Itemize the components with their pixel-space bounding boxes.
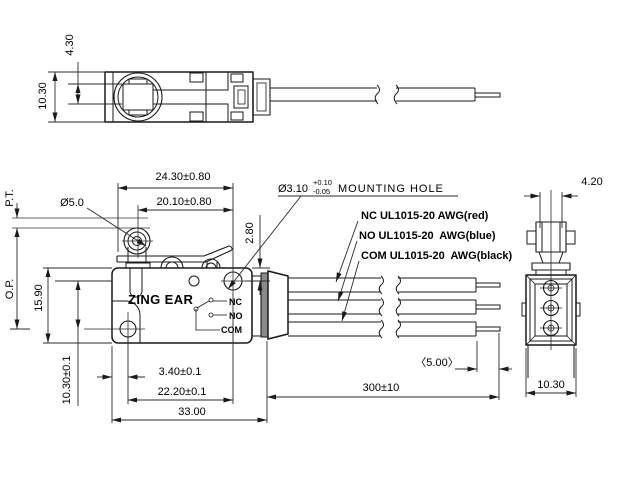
- wire-nc: [288, 275, 501, 295]
- roller-diameter-callout: Ø5.0: [60, 197, 147, 247]
- wire-labels: NC UL1015-20 AWG(red) NO UL1015-20 AWG(b…: [335, 210, 513, 322]
- dim-body-height: 15.90: [33, 284, 45, 312]
- wire-no: [288, 297, 501, 317]
- terminal-nc-label: NC: [229, 297, 242, 307]
- front-top-dimensions: 24.30±0.80 20.10±0.80 2.80: [117, 171, 270, 295]
- dim-edge-to-hole: 3.40±0.1: [159, 366, 202, 378]
- cable-boot: [267, 270, 289, 340]
- top-view-cable-cap: [252, 78, 271, 116]
- dim-roller-to-hole: 20.10±0.80: [157, 196, 212, 208]
- dim-hole-vertical-pitch: 10.30±0.1: [61, 356, 73, 405]
- circuit-symbol: NC NO COM: [193, 297, 243, 335]
- terminal-no-label: NO: [229, 311, 243, 321]
- top-view-roller: [113, 72, 163, 122]
- side-view: 4.20 10.30: [521, 176, 603, 397]
- side-dimensions: 4.20 10.30: [524, 176, 603, 397]
- roller-lever: [116, 205, 233, 269]
- front-left-dimensions: P.T. O.P. 15.90 10.30±0.1: [4, 189, 112, 406]
- label-operating-position: O.P.: [4, 279, 16, 300]
- wire-no-label: NO UL1015-20 AWG(blue): [359, 230, 496, 242]
- wire-nc-label: NC UL1015-20 AWG(red): [361, 210, 489, 222]
- top-view-dimensions: 10.30 4.30: [37, 34, 122, 123]
- top-view-stripped-conductor: [474, 92, 501, 98]
- top-view-plunger: [122, 83, 154, 111]
- terminal-com-label: COM: [221, 325, 242, 335]
- dim-hole-horizontal-pitch: 22.20±0.1: [158, 386, 207, 398]
- top-view-wire: [270, 84, 501, 105]
- dim-lead-length: 300±10: [363, 382, 400, 394]
- dim-plunger-width: 4.30: [64, 34, 76, 55]
- dim-top-height: 10.30: [37, 82, 49, 110]
- dim-lever-length: 24.30±0.80: [156, 171, 211, 183]
- dim-overall-length: 33.00: [178, 406, 206, 418]
- mounting-hole-callout: Ø3.10 +0.10 -0.05 MOUNTING HOLE: [227, 178, 458, 290]
- mounting-hole-label: MOUNTING HOLE: [338, 183, 444, 195]
- brand-text: ZING EAR: [128, 292, 194, 307]
- side-terminals: [540, 279, 562, 337]
- front-view: ZING EAR NC NO COM: [4, 171, 513, 423]
- dim-side-body-width: 10.30: [537, 379, 565, 391]
- label-pretravel: P.T.: [4, 189, 16, 207]
- mounting-hole-bottom: [84, 312, 145, 343]
- cable-clamp: [260, 272, 269, 338]
- front-bottom-dimensions: 3.40±0.1 22.20±0.1 33.00 300±10 〈5.00〉: [97, 293, 512, 423]
- mounting-hole-tol-lower: -0.05: [313, 187, 330, 196]
- wire-com: [288, 319, 501, 339]
- mounting-hole-tol-upper: +0.10: [313, 178, 332, 187]
- dim-roller-width: 4.20: [581, 176, 602, 188]
- dim-hole-to-top: 2.80: [244, 222, 256, 243]
- dim-strip-length: 〈5.00〉: [415, 356, 458, 369]
- dim-roller-diameter: Ø5.0: [60, 197, 84, 209]
- wire-com-label: COM UL1015-20 AWG(black): [361, 250, 513, 262]
- mounting-hole-diameter: Ø3.10: [278, 183, 308, 195]
- wire-break-symbol: [374, 84, 380, 105]
- top-view: 10.30 4.30: [37, 34, 501, 123]
- lead-wires: [288, 275, 501, 339]
